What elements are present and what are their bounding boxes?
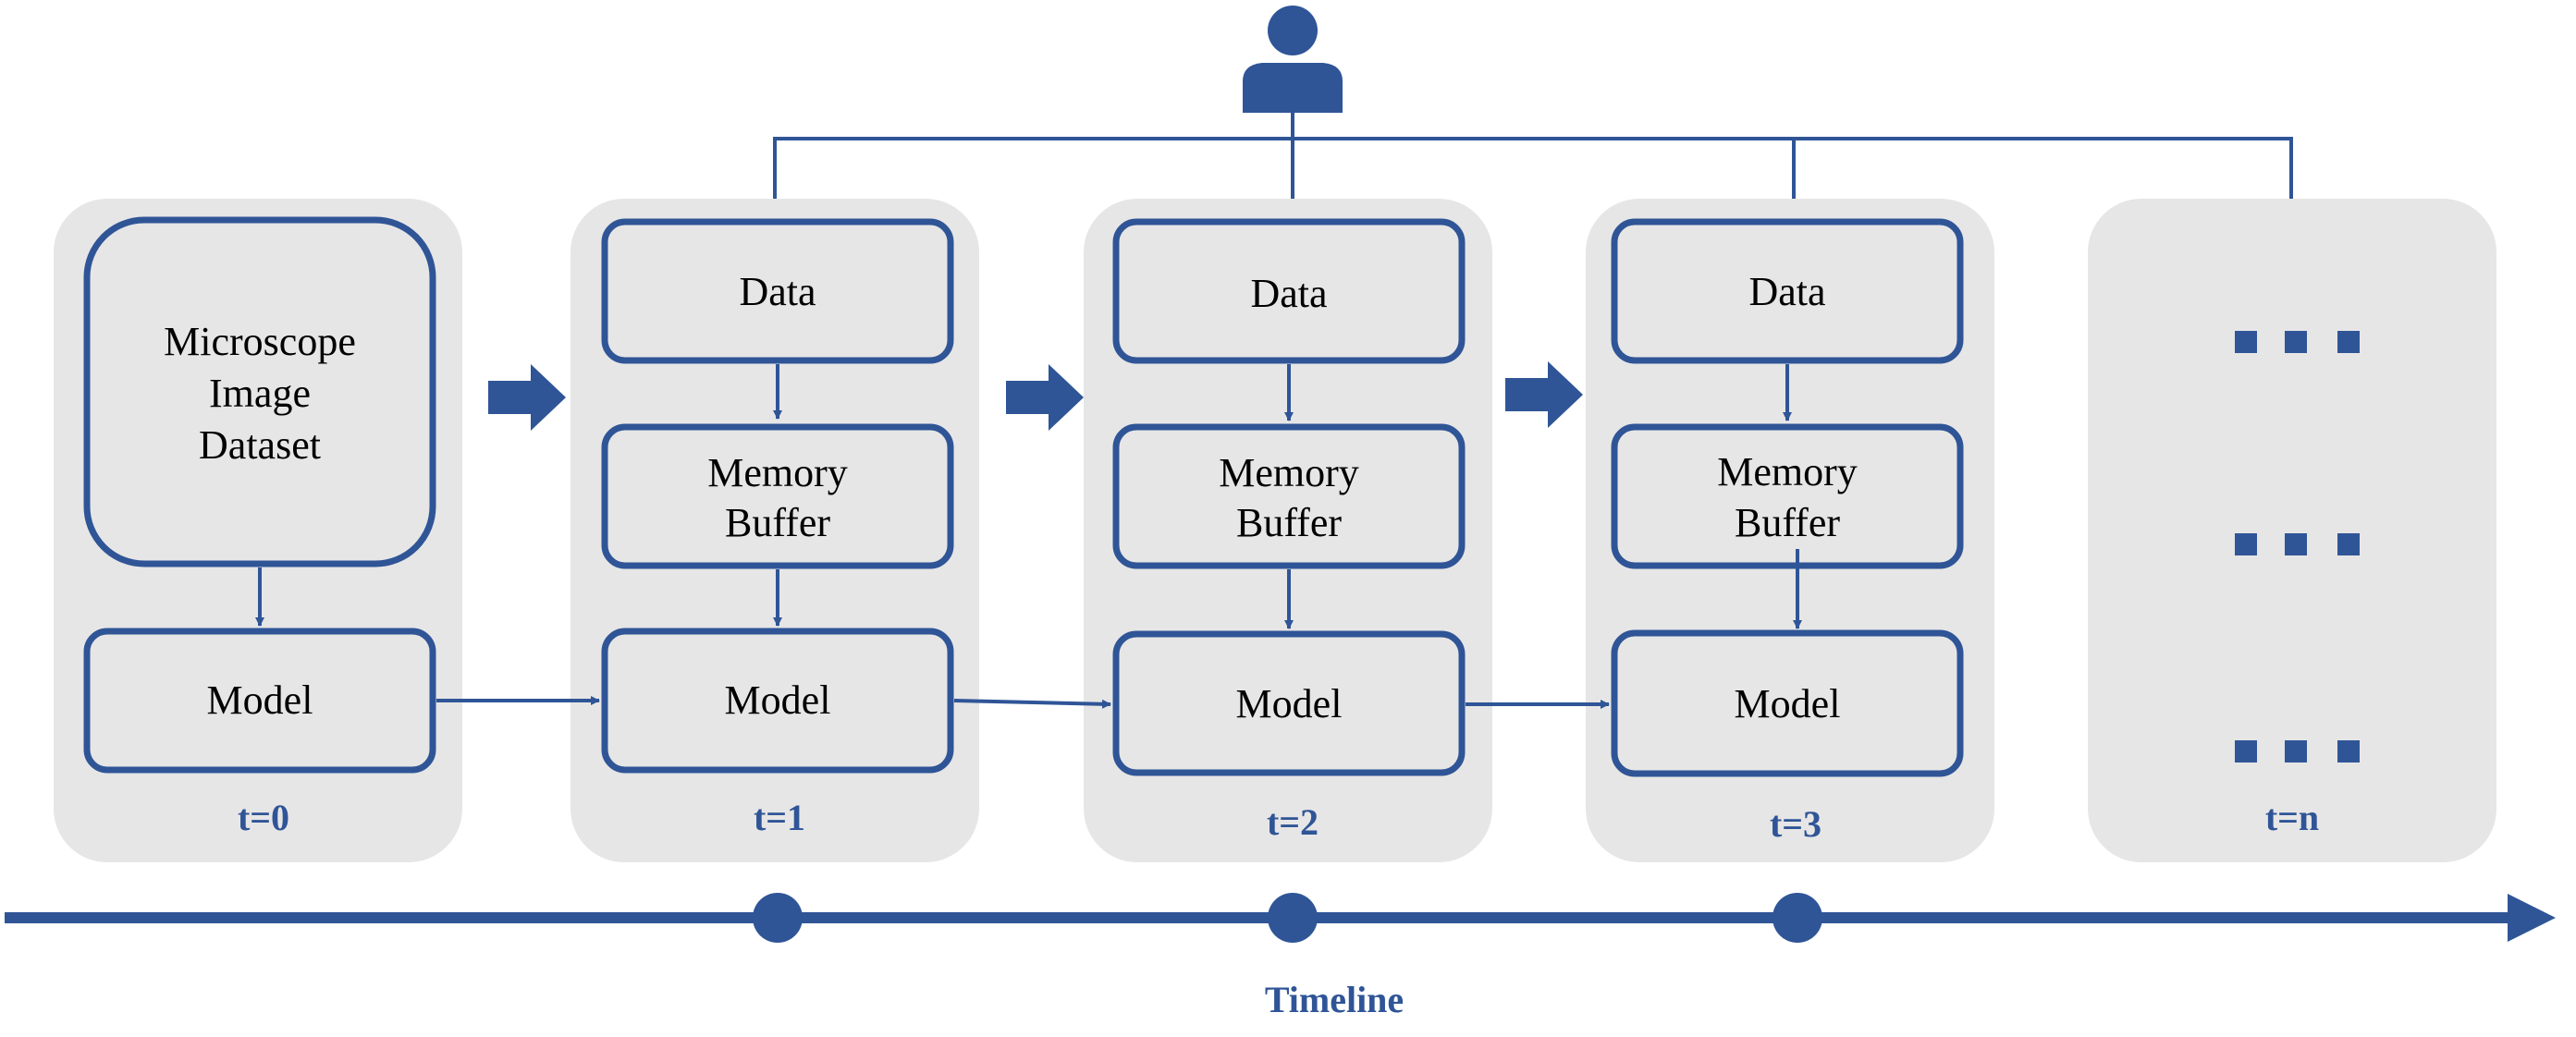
timeline-marker xyxy=(1773,893,1822,943)
ellipsis-icon xyxy=(2235,740,2360,762)
memory-buffer-box xyxy=(1611,423,1964,569)
stage-panel-t1: Data Memory Buffer Model t=1 xyxy=(570,199,979,862)
stage-panel-t2: Data Memory Buffer Model t=2 xyxy=(1084,199,1492,862)
memory-buffer-box xyxy=(601,423,954,569)
timeline-label: Timeline xyxy=(1265,979,1404,1020)
data-box xyxy=(1112,218,1466,364)
timeline-marker xyxy=(753,893,803,943)
memory-label-line1: Memory xyxy=(1219,450,1359,495)
data-box xyxy=(1611,218,1964,364)
model-label: Model xyxy=(207,677,313,723)
timeline-marker xyxy=(1268,893,1318,943)
arrow-right-icon xyxy=(1006,364,1084,431)
stage-label: t=2 xyxy=(1267,801,1319,843)
stage-label: t=3 xyxy=(1770,803,1822,845)
ellipsis-icon xyxy=(2235,331,2360,353)
model-box xyxy=(83,628,436,774)
arrow-right-icon xyxy=(488,364,566,431)
model-label: Model xyxy=(1236,681,1343,726)
user-distribution-lines xyxy=(770,113,2296,215)
model-label: Model xyxy=(725,677,831,723)
stage-label: t=n xyxy=(2265,797,2319,838)
model-box xyxy=(1112,630,1466,776)
stage-panel-tn: t=n xyxy=(2088,199,2496,862)
model-connectors xyxy=(436,696,1610,709)
stage-panel-t0: Microscope Image Dataset Model t=0 xyxy=(54,199,462,862)
stage-panel-t3: Data Memory Buffer Model t=3 xyxy=(1586,199,1994,862)
dataset-label-line1: Microscope xyxy=(164,319,356,364)
data-label: Data xyxy=(739,269,816,314)
data-label: Data xyxy=(1748,269,1825,314)
user-icon xyxy=(1243,6,1343,113)
dataset-label-line2: Image xyxy=(209,371,311,416)
model-box xyxy=(1611,629,1964,777)
dataset-box xyxy=(83,216,436,567)
timeline: Timeline xyxy=(5,893,2556,1020)
stage-label: t=0 xyxy=(238,797,289,838)
memory-label-line2: Buffer xyxy=(1236,500,1342,545)
dataset-label-line3: Dataset xyxy=(199,422,321,468)
memory-label-line1: Memory xyxy=(707,450,848,495)
data-label: Data xyxy=(1250,271,1327,316)
memory-label-line2: Buffer xyxy=(725,500,830,545)
ellipsis-icon xyxy=(2235,533,2360,555)
memory-label-line2: Buffer xyxy=(1735,500,1840,545)
arrow-right-icon xyxy=(1505,361,1583,428)
model-box xyxy=(601,628,954,774)
memory-buffer-box xyxy=(1112,423,1466,569)
memory-label-line1: Memory xyxy=(1717,449,1858,494)
model-label: Model xyxy=(1735,681,1841,726)
stage-label: t=1 xyxy=(754,797,805,838)
data-box xyxy=(601,218,954,364)
